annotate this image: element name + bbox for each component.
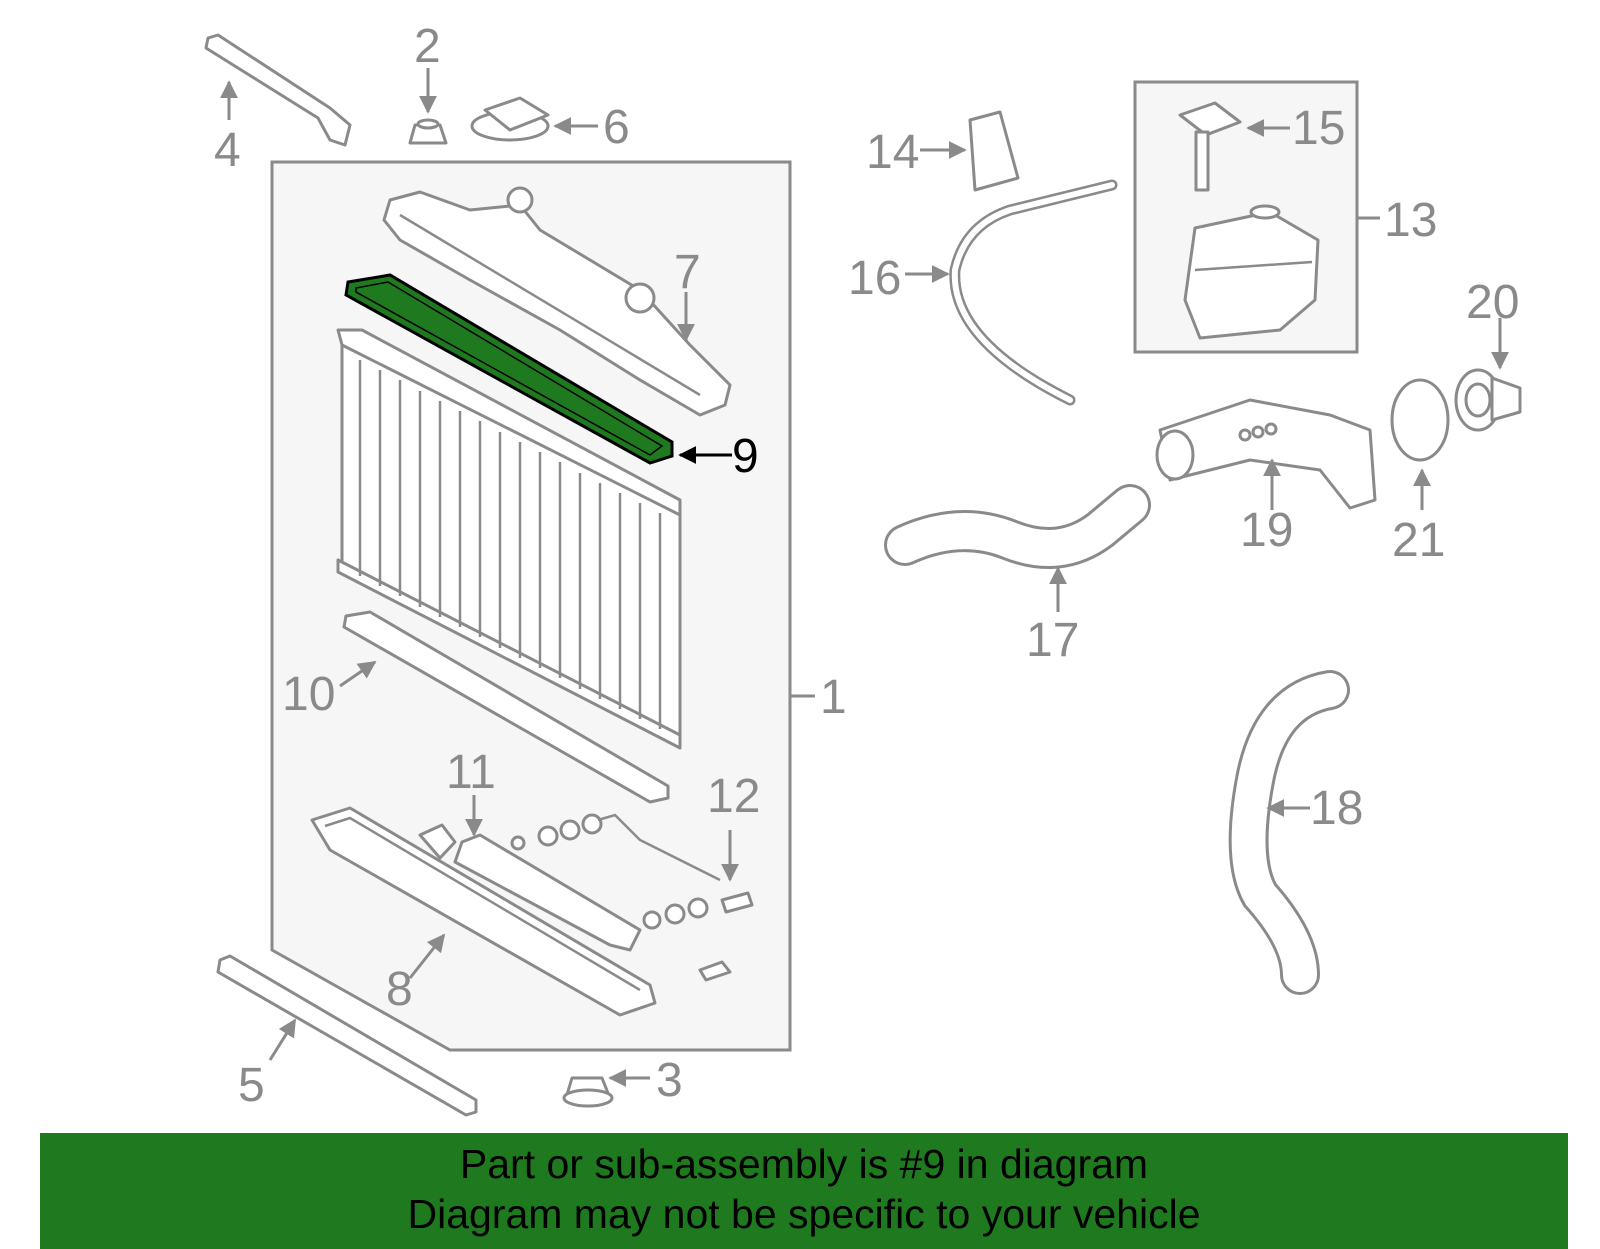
label-16: 16 (848, 252, 901, 305)
label-2: 2 (414, 20, 441, 73)
label-12: 12 (707, 770, 760, 823)
part-5-lower-support[interactable] (216, 954, 478, 1117)
part-14-bracket[interactable] (920, 110, 1020, 192)
label-8: 8 (386, 963, 413, 1016)
label-11: 11 (446, 746, 496, 799)
label-9: 9 (732, 430, 759, 483)
label-19: 19 (1240, 504, 1293, 557)
part-21-gasket[interactable] (1390, 378, 1450, 510)
label-17: 17 (1026, 614, 1079, 667)
part-3-grommet[interactable] (562, 1069, 650, 1108)
label-10: 10 (282, 668, 335, 721)
label-14: 14 (866, 126, 919, 179)
label-18: 18 (1310, 782, 1363, 835)
label-7: 7 (674, 246, 701, 299)
part-17-upper-hose[interactable] (884, 484, 1151, 612)
part-9-upper-gasket[interactable] (344, 273, 732, 465)
part-19-water-inlet[interactable] (1155, 398, 1377, 510)
label-15: 15 (1292, 102, 1345, 155)
part-4-upper-support[interactable] (204, 33, 352, 147)
label-21: 21 (1392, 514, 1445, 567)
part-13-reservoir-assembly[interactable] (1133, 80, 1380, 354)
part-12-fitting[interactable] (698, 830, 754, 982)
radiator-core (336, 328, 682, 750)
parts-diagram: 1 2 3 4 5 6 7 8 9 10 11 12 13 14 15 16 1… (204, 20, 1522, 1117)
label-20: 20 (1466, 276, 1519, 329)
info-banner: Part or sub-assembly is #9 in diagram Di… (40, 1133, 1568, 1249)
part-7-upper-tank[interactable] (382, 186, 732, 417)
part-8-lower-tank[interactable] (310, 806, 657, 1017)
part-18-lower-hose[interactable] (1228, 670, 1350, 995)
label-13: 13 (1384, 194, 1437, 247)
label-1: 1 (820, 671, 847, 724)
banner-line-2: Diagram may not be specific to your vehi… (407, 1191, 1201, 1237)
part-10-lower-gasket[interactable] (339, 610, 670, 804)
part-16-overflow-hose[interactable] (905, 179, 1118, 406)
banner-line-1: Part or sub-assembly is #9 in diagram (459, 1141, 1149, 1187)
label-3: 3 (656, 1054, 683, 1107)
label-4: 4 (214, 124, 241, 177)
part-6-radiator-cap[interactable] (470, 96, 598, 142)
label-5: 5 (238, 1059, 265, 1112)
part-20-thermostat[interactable] (1454, 318, 1522, 432)
part-11-drain-assembly[interactable] (453, 795, 721, 952)
part-15-reservoir-cap[interactable] (1178, 101, 1290, 192)
part-2-grommet[interactable] (408, 68, 448, 145)
label-6: 6 (603, 101, 630, 154)
